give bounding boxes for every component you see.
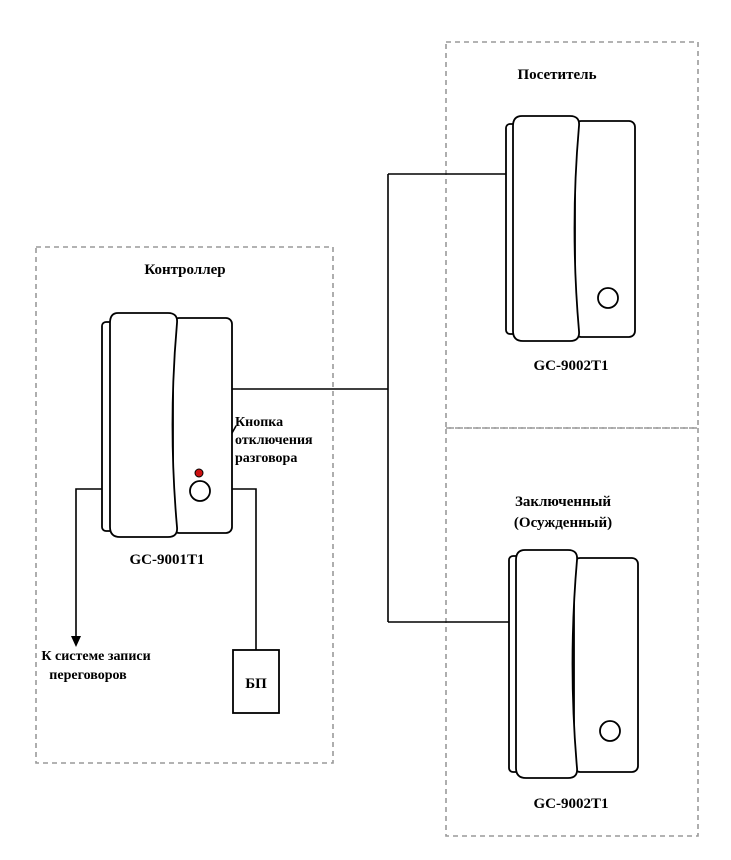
recording-label-line1: К системе записи <box>41 649 150 664</box>
prisoner-zone-title-line1: Заключенный <box>515 494 611 510</box>
handset-icon <box>515 549 578 779</box>
recording-label-line2: переговоров <box>49 668 127 683</box>
prisoner-model-label: GC-9002T1 <box>534 796 609 812</box>
visitor-model-label: GC-9002T1 <box>534 358 609 374</box>
power-supply-label: БП <box>245 676 267 692</box>
wire-to-recording <box>75 488 102 638</box>
station-body <box>573 557 639 773</box>
prisoner-zone-title-line2: (Осужденный) <box>514 515 612 531</box>
call-button-icon <box>597 287 619 309</box>
handset-icon <box>109 312 178 538</box>
master-model-label: GC-9001T1 <box>130 552 205 568</box>
controller-zone-title: Контроллер <box>144 262 225 278</box>
callout-line1: Кнопка <box>235 415 283 430</box>
visitor-station-device <box>505 115 636 342</box>
power-supply-box <box>232 649 280 714</box>
master-station-device <box>101 312 233 538</box>
callout-line3: разговора <box>235 451 297 466</box>
disconnect-button-icon <box>189 480 211 502</box>
visitor-zone-title: Посетитель <box>517 67 596 83</box>
wire-to-power-supply <box>232 488 257 650</box>
led-indicator-icon <box>194 468 204 478</box>
visitor-zone <box>445 41 699 429</box>
callout-line2: отключения <box>235 433 313 448</box>
controller-zone <box>35 246 334 764</box>
arrow-down-icon <box>71 636 81 647</box>
prisoner-zone <box>445 427 699 837</box>
call-button-icon <box>599 720 621 742</box>
prisoner-station-device <box>508 549 639 779</box>
handset-icon <box>512 115 580 342</box>
